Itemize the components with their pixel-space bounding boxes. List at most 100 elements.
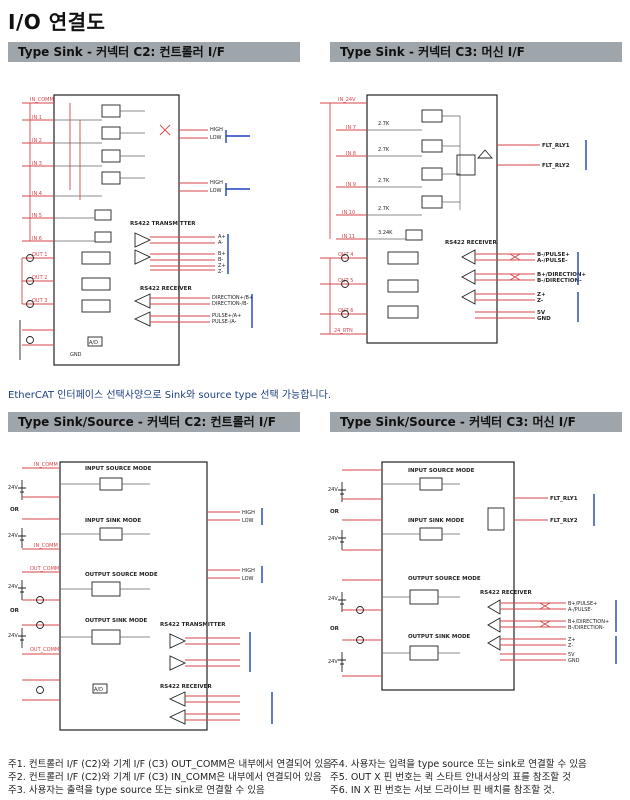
tl-label-out1: OUT 1 bbox=[32, 252, 47, 258]
svg-text:Z+: Z+ bbox=[537, 292, 546, 298]
svg-text:Z+: Z+ bbox=[218, 263, 226, 269]
svg-text:OUT 6: OUT 6 bbox=[338, 308, 353, 314]
page-title: I/O 연결도 bbox=[8, 10, 106, 34]
svg-text:B-/PULSE+: B-/PULSE+ bbox=[537, 252, 570, 258]
svg-text:24V: 24V bbox=[8, 533, 18, 539]
svg-text:B-: B- bbox=[218, 257, 223, 263]
tl-high-2: HIGH bbox=[210, 180, 223, 186]
br-rx-title: RS422 RECEIVER bbox=[480, 590, 532, 596]
svg-text:IN 11: IN 11 bbox=[342, 234, 355, 240]
svg-text:5V: 5V bbox=[568, 652, 575, 658]
bl-mode-output-source: OUTPUT SOURCE MODE bbox=[85, 572, 158, 578]
tl-ad: A/D bbox=[89, 340, 98, 346]
svg-text:B+: B+ bbox=[218, 251, 226, 257]
svg-text:GND: GND bbox=[568, 658, 580, 664]
footnote-2: 주2. 컨트롤러 I/F (C2)와 기계 I/F (C3) IN_COMM은 … bbox=[8, 772, 322, 783]
footnote-5: 주5. OUT X 핀 번호는 퀵 스타트 안내서상의 표를 참조할 것 bbox=[330, 772, 571, 783]
svg-text:3.24K: 3.24K bbox=[378, 230, 393, 236]
footnote-4: 주4. 사용자는 입력을 type source 또는 sink로 연결할 수 … bbox=[330, 759, 587, 770]
svg-text:PULSE-/A-: PULSE-/A- bbox=[212, 319, 237, 325]
svg-text:Z-: Z- bbox=[568, 643, 573, 649]
svg-text:24V: 24V bbox=[8, 584, 18, 590]
svg-text:B+/PULSE+: B+/PULSE+ bbox=[568, 601, 597, 607]
svg-text:5V: 5V bbox=[537, 310, 546, 316]
footnote-6: 주6. IN X 핀 번호는 서보 드라이브 핀 배치를 참조할 것. bbox=[330, 785, 555, 796]
svg-text:OUT 4: OUT 4 bbox=[338, 252, 353, 258]
tl-label-in5: IN 5 bbox=[32, 213, 42, 219]
br-or-1: OR bbox=[330, 509, 340, 515]
tl-low-2: LOW bbox=[210, 188, 222, 194]
svg-text:24V: 24V bbox=[328, 487, 338, 493]
br-mode-input-sink: INPUT SINK MODE bbox=[408, 518, 464, 524]
section-header-sinksource-c2: Type Sink/Source - 커넥터 C2: 컨트롤러 I/F bbox=[8, 412, 300, 432]
svg-text:IN 10: IN 10 bbox=[342, 210, 355, 216]
svg-text:IN 9: IN 9 bbox=[346, 182, 356, 188]
svg-text:PULSE+/A+: PULSE+/A+ bbox=[212, 313, 241, 319]
svg-text:24V: 24V bbox=[8, 633, 18, 639]
svg-text:B+/DIRECTION+: B+/DIRECTION+ bbox=[537, 272, 587, 278]
svg-text:IN 8: IN 8 bbox=[346, 151, 356, 157]
svg-text:2.7K: 2.7K bbox=[378, 147, 390, 153]
tl-label-in2: IN 2 bbox=[32, 138, 42, 144]
svg-text:LOW: LOW bbox=[242, 518, 254, 524]
svg-text:DIRECTION+/B+: DIRECTION+/B+ bbox=[212, 295, 253, 301]
section-header-sink-c2: Type Sink - 커넥터 C2: 컨트롤러 I/F bbox=[8, 42, 300, 62]
svg-text:A-/PULSE-: A-/PULSE- bbox=[537, 258, 568, 264]
svg-text:B+/DIRECTION+: B+/DIRECTION+ bbox=[568, 619, 609, 625]
footnotes-left: 주1. 컨트롤러 I/F (C2)와 기계 I/F (C3) OUT_COMM은… bbox=[8, 758, 332, 797]
svg-text:24V: 24V bbox=[328, 536, 338, 542]
tr-relay-2: FLT_RLY2 bbox=[542, 163, 570, 169]
svg-text:24V: 24V bbox=[328, 596, 338, 602]
svg-text:IN_COMM: IN_COMM bbox=[34, 543, 58, 549]
svg-text:GND: GND bbox=[70, 352, 82, 358]
svg-text:OUT 5: OUT 5 bbox=[338, 278, 353, 284]
br-mode-output-source: OUTPUT SOURCE MODE bbox=[408, 576, 481, 582]
br-relay-1: FLT_RLY1 bbox=[550, 496, 578, 502]
tl-input-labels: IN_COMM IN 1 IN 2 IN 3 IN 4 IN 5 IN 6 OU… bbox=[30, 97, 54, 304]
svg-text:A-/PULSE-: A-/PULSE- bbox=[568, 607, 593, 613]
ethercat-note: EtherCAT 인터페이스 선택사양으로 Sink와 source type … bbox=[8, 390, 332, 401]
svg-text:IN 7: IN 7 bbox=[346, 125, 356, 131]
section-header-sinksource-c3: Type Sink/Source - 커넥터 C3: 머신 I/F bbox=[330, 412, 622, 432]
footnote-3: 주3. 사용자는 출력을 type source 또는 sink로 연결할 수 … bbox=[8, 785, 265, 796]
tl-label-in4: IN 4 bbox=[32, 191, 42, 197]
tr-relay-1: FLT_RLY1 bbox=[542, 143, 570, 149]
svg-text:IN_COMM: IN_COMM bbox=[34, 462, 58, 468]
svg-text:LOW: LOW bbox=[242, 576, 254, 582]
svg-text:A+: A+ bbox=[218, 234, 226, 240]
bl-mode-input-source: INPUT SOURCE MODE bbox=[85, 466, 152, 472]
tl-label-in1: IN 1 bbox=[32, 115, 42, 121]
br-relay-2: FLT_RLY2 bbox=[550, 518, 578, 524]
bl-or-1: OR bbox=[10, 507, 20, 513]
svg-text:24V: 24V bbox=[328, 659, 338, 665]
svg-text:OUT_COMM: OUT_COMM bbox=[30, 566, 59, 572]
tl-high-1: HIGH bbox=[210, 127, 223, 133]
svg-text:GND: GND bbox=[537, 316, 551, 322]
br-mode-output-sink: OUTPUT SINK MODE bbox=[408, 634, 471, 640]
svg-text:Z-: Z- bbox=[537, 298, 543, 304]
tr-label-24rtn: 24_RTN bbox=[334, 328, 353, 334]
svg-text:A-: A- bbox=[218, 240, 223, 246]
tl-label-in-comm: IN_COMM bbox=[30, 97, 54, 103]
svg-text:DIRECTION-/B-: DIRECTION-/B- bbox=[212, 301, 249, 307]
svg-text:B-/DIRECTION-: B-/DIRECTION- bbox=[568, 625, 605, 631]
br-or-2: OR bbox=[330, 626, 340, 632]
tr-label-in24v: IN_24V bbox=[338, 97, 356, 103]
svg-text:24V: 24V bbox=[8, 485, 18, 491]
bl-rx-title: RS422 RECEIVER bbox=[160, 684, 212, 690]
bl-or-2: OR bbox=[10, 608, 20, 614]
bl-mode-output-sink: OUTPUT SINK MODE bbox=[85, 618, 148, 624]
tl-label-in3: IN 3 bbox=[32, 161, 42, 167]
bl-mode-input-sink: INPUT SINK MODE bbox=[85, 518, 141, 524]
svg-text:2.7K: 2.7K bbox=[378, 121, 390, 127]
section-header-sink-c3: Type Sink - 커넥터 C3: 머신 I/F bbox=[330, 42, 622, 62]
tl-label-in6: IN 6 bbox=[32, 236, 42, 242]
svg-text:Z-: Z- bbox=[218, 269, 223, 275]
svg-text:HIGH: HIGH bbox=[242, 568, 255, 574]
svg-text:2.7K: 2.7K bbox=[378, 178, 390, 184]
svg-text:OUT_COMM: OUT_COMM bbox=[30, 647, 59, 653]
